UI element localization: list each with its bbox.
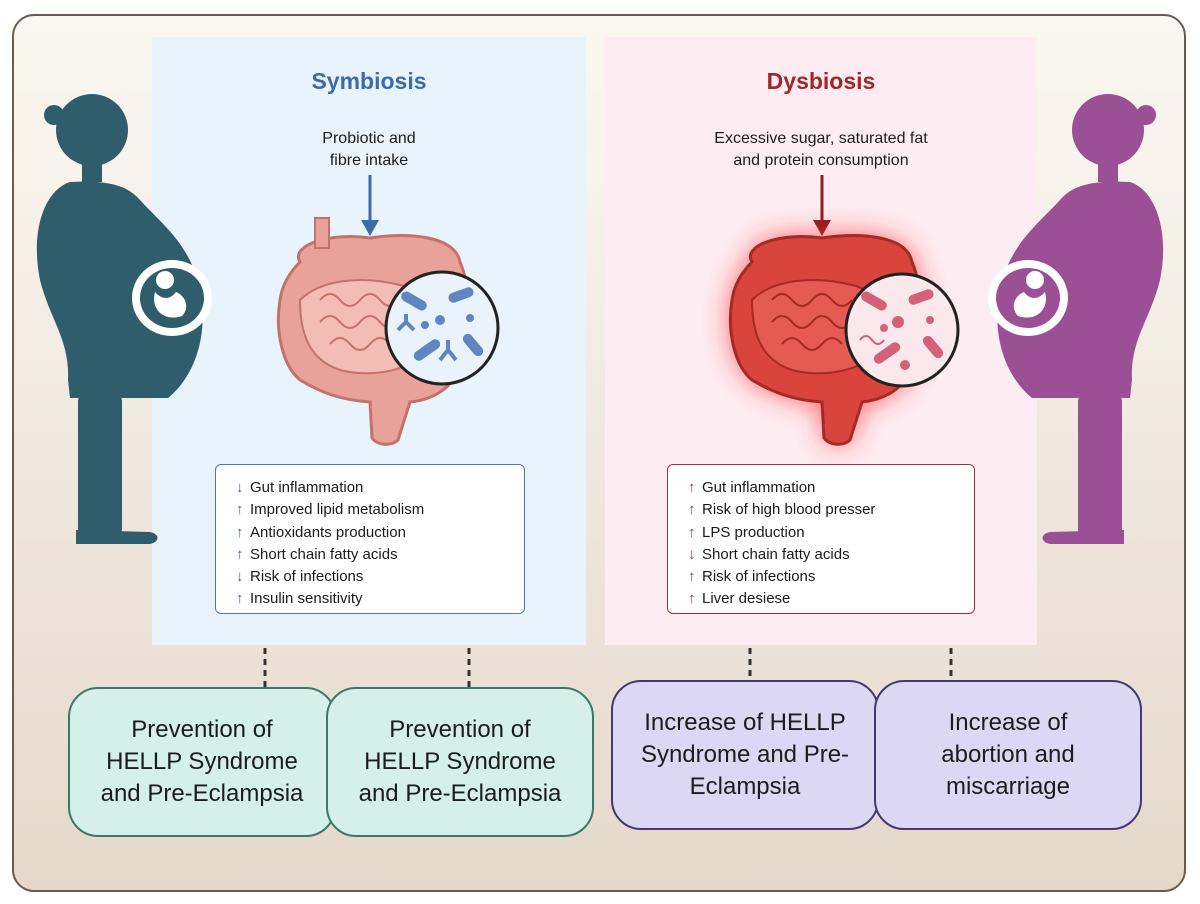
outcome-box-increase-abortion: Increase of abortion and miscarriage <box>874 680 1142 830</box>
effect-label: Risk of high blood presser <box>702 501 876 519</box>
dysbiosis-title: Dysbiosis <box>766 68 876 94</box>
outcome-line: Increase of <box>948 709 1068 736</box>
outcome-line: abortion and <box>941 741 1075 768</box>
trend-arrow: ↑ <box>688 501 696 519</box>
intake-arrow-icon <box>361 175 379 236</box>
outcome-box-prevention-1: Prevention of HELLP Syndrome and Pre-Ecl… <box>68 687 336 837</box>
effect-item: ↑ Improved lipid metabolism <box>236 499 514 521</box>
outcome-line: Syndrome and Pre- <box>640 741 850 768</box>
outcome-line: HELLP Syndrome <box>364 748 556 775</box>
outcome-line: Prevention of <box>389 716 531 743</box>
effect-label: Gut inflammation <box>702 479 816 496</box>
effect-item: ↓ Gut inflammation <box>236 477 514 499</box>
trend-arrow: ↓ <box>236 568 244 586</box>
outcome-line: Increase of HELLP <box>644 709 846 736</box>
dysbiosis-effects-box: ↑ Gut inflammation ↑ Risk of high blood pr… <box>667 464 975 614</box>
connector-lines <box>263 648 953 688</box>
effect-item: ↓ Short chain fatty acids <box>688 544 964 566</box>
bacteria-magnifier-icon <box>384 270 500 386</box>
symbiosis-title: Symbiosis <box>311 68 427 94</box>
effect-item: ↑ LPS production <box>688 522 964 544</box>
outcome-line: miscarriage <box>945 773 1070 800</box>
outcome-line: Eclampsia <box>689 773 801 800</box>
bacteria-magnifier-icon <box>844 272 960 388</box>
trend-arrow: ↑ <box>236 545 244 563</box>
trend-arrow: ↑ <box>236 501 244 519</box>
symbiosis-intake-text: Probiotic and fibre intake <box>152 128 586 172</box>
effect-label: Short chain fatty acids <box>702 545 850 563</box>
intake-line: Excessive sugar, saturated fat <box>714 130 928 147</box>
trend-arrow: ↑ <box>688 479 696 496</box>
intake-line: and protein consumption <box>733 152 909 169</box>
fetus-icon <box>154 271 187 318</box>
pregnant-woman-icon <box>988 94 1164 544</box>
effect-item: ↑ Risk of high blood presser <box>688 499 964 521</box>
trend-arrow: ↓ <box>688 545 696 563</box>
symbiosis-effects-box: ↓ Gut inflammation ↑ Improved lipid metabo… <box>215 464 525 614</box>
trend-arrow: ↑ <box>688 568 696 586</box>
effect-item: ↑ Liver desiese <box>688 588 964 610</box>
pregnant-woman-icon <box>36 94 212 544</box>
effect-item: ↓ Risk of infections <box>236 566 514 588</box>
outcome-line: and Pre-Eclampsia <box>100 780 304 807</box>
effect-label: LPS production <box>702 523 805 541</box>
effect-label: Liver desiese <box>702 590 791 608</box>
trend-arrow: ↑ <box>688 523 696 541</box>
effect-label: Risk of infections <box>250 568 364 586</box>
effect-item: ↑ Gut inflammation <box>688 477 964 499</box>
outcome-line: and Pre-Eclampsia <box>358 780 562 807</box>
trend-arrow: ↑ <box>688 590 696 608</box>
effect-label: Insulin sensitivity <box>250 590 363 608</box>
intake-arrow-icon <box>813 175 831 236</box>
dysbiosis-intake-text: Excessive sugar, saturated fat and prote… <box>605 128 1037 172</box>
outcome-box-prevention-2: Prevention of HELLP Syndrome and Pre-Ecl… <box>326 687 594 837</box>
effect-label: Short chain fatty acids <box>250 545 398 563</box>
trend-arrow: ↑ <box>236 523 244 541</box>
effect-item: ↑ Risk of infections <box>688 566 964 588</box>
effect-label: Antioxidants production <box>250 523 406 541</box>
effect-item: ↑ Insulin sensitivity <box>236 588 514 610</box>
intake-line: Probiotic and <box>322 130 416 147</box>
trend-arrow: ↓ <box>236 479 244 496</box>
effect-item: ↑ Short chain fatty acids <box>236 544 514 566</box>
trend-arrow: ↑ <box>236 590 244 608</box>
effect-label: Risk of infections <box>702 568 816 586</box>
effect-label: Gut inflammation <box>250 479 364 496</box>
outcome-line: Prevention of <box>131 716 273 743</box>
intake-line: fibre intake <box>329 152 409 169</box>
effect-label: Improved lipid metabolism <box>250 501 425 519</box>
outcome-line: HELLP Syndrome <box>106 748 298 775</box>
effect-item: ↑ Antioxidants production <box>236 522 514 544</box>
fetus-icon <box>1013 271 1046 318</box>
outcome-box-increase-hellp: Increase of HELLP Syndrome and Pre- Ecla… <box>611 680 879 830</box>
